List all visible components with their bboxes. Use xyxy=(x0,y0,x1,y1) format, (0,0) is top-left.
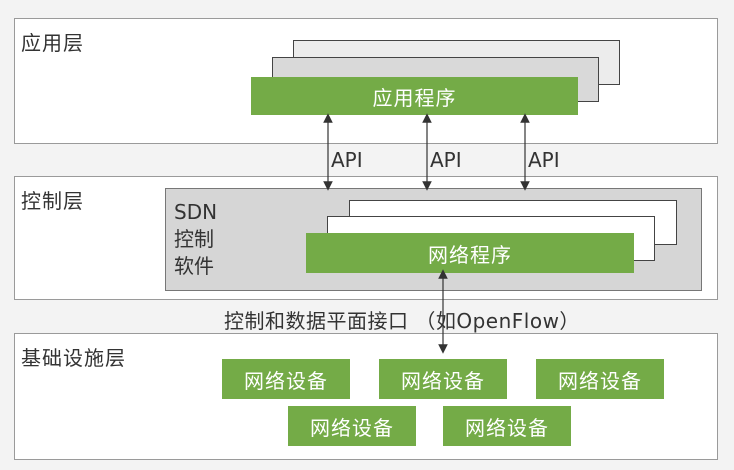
sdn-controller-box: SDN 控制 软件 网络程序 xyxy=(165,188,702,291)
api-label-2: API xyxy=(430,148,462,172)
network-device-1: 网络设备 xyxy=(222,359,350,399)
infrastructure-layer-title: 基础设施层 xyxy=(21,346,126,370)
application-layer-title: 应用层 xyxy=(21,31,84,55)
control-layer-title: 控制层 xyxy=(21,189,84,213)
control-layer: 控制层 SDN 控制 软件 网络程序 xyxy=(14,176,718,300)
api-label-3: API xyxy=(528,148,560,172)
control-data-plane-interface-label: 控制和数据平面接口 （如OpenFlow） xyxy=(224,309,580,333)
network-device-4: 网络设备 xyxy=(288,406,416,446)
network-device-2: 网络设备 xyxy=(379,359,507,399)
api-label-1: API xyxy=(331,148,363,172)
sdn-software-label: SDN 控制 软件 xyxy=(174,200,218,278)
application-program-box: 应用程序 xyxy=(251,77,578,115)
application-layer: 应用层 应用程序 xyxy=(14,18,718,144)
network-program-box: 网络程序 xyxy=(306,233,634,273)
network-device-3: 网络设备 xyxy=(536,359,664,399)
infrastructure-layer: 基础设施层 网络设备 网络设备 网络设备 网络设备 网络设备 xyxy=(14,333,718,460)
network-device-5: 网络设备 xyxy=(443,406,571,446)
